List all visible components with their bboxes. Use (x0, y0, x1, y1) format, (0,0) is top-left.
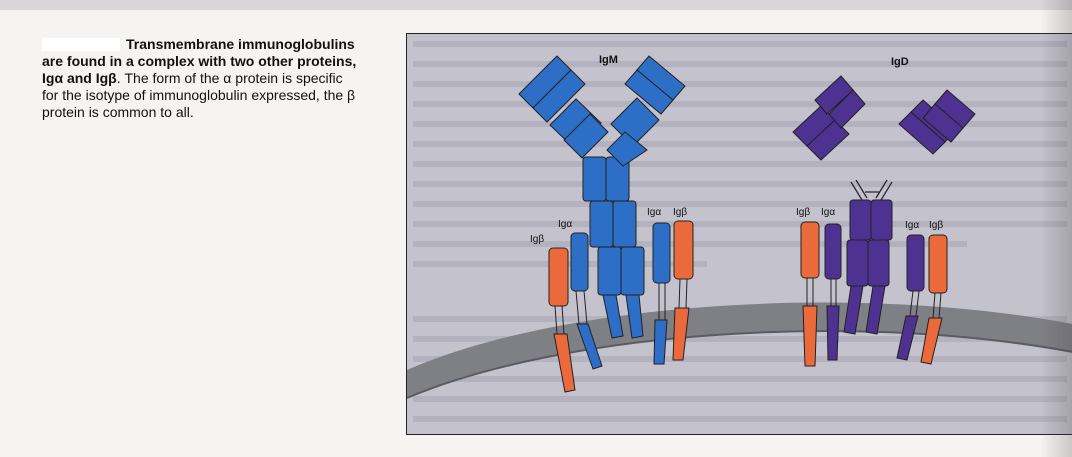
igm-ig-alpha-right (653, 223, 670, 364)
igd-fab-left (793, 76, 865, 160)
igm-label: IgM (599, 54, 618, 66)
igm-fab-right (607, 56, 685, 166)
igm-ig-alpha-right-label: Igα (647, 207, 661, 218)
caption-label-box (42, 38, 120, 51)
igd-ig-beta-right-label: Igβ (929, 220, 943, 231)
diagram-svg: IgM Igβ Igα Igα Igβ (407, 34, 1072, 434)
igd-ig-beta-right (921, 235, 947, 364)
figure-caption: Transmembrane immunoglobulins are found … (42, 36, 360, 121)
igm-ig-beta-right-label: Igβ (673, 207, 687, 218)
igm-ig-alpha-left-label: Igα (558, 219, 572, 230)
igd-ig-alpha-left-label: Igα (821, 207, 835, 218)
igm-ig-beta-left-label: Igβ (530, 234, 544, 245)
page-top-strip (0, 0, 1072, 10)
page-shadow-edge (1040, 0, 1072, 457)
igd-ig-beta-left-label: Igβ (796, 207, 810, 218)
igd-label: IgD (891, 56, 909, 68)
igd-ig-beta-left (801, 222, 819, 366)
immunoglobulin-diagram: IgM Igβ Igα Igα Igβ (406, 33, 1072, 435)
igd-ig-alpha-right-label: Igα (905, 220, 919, 231)
